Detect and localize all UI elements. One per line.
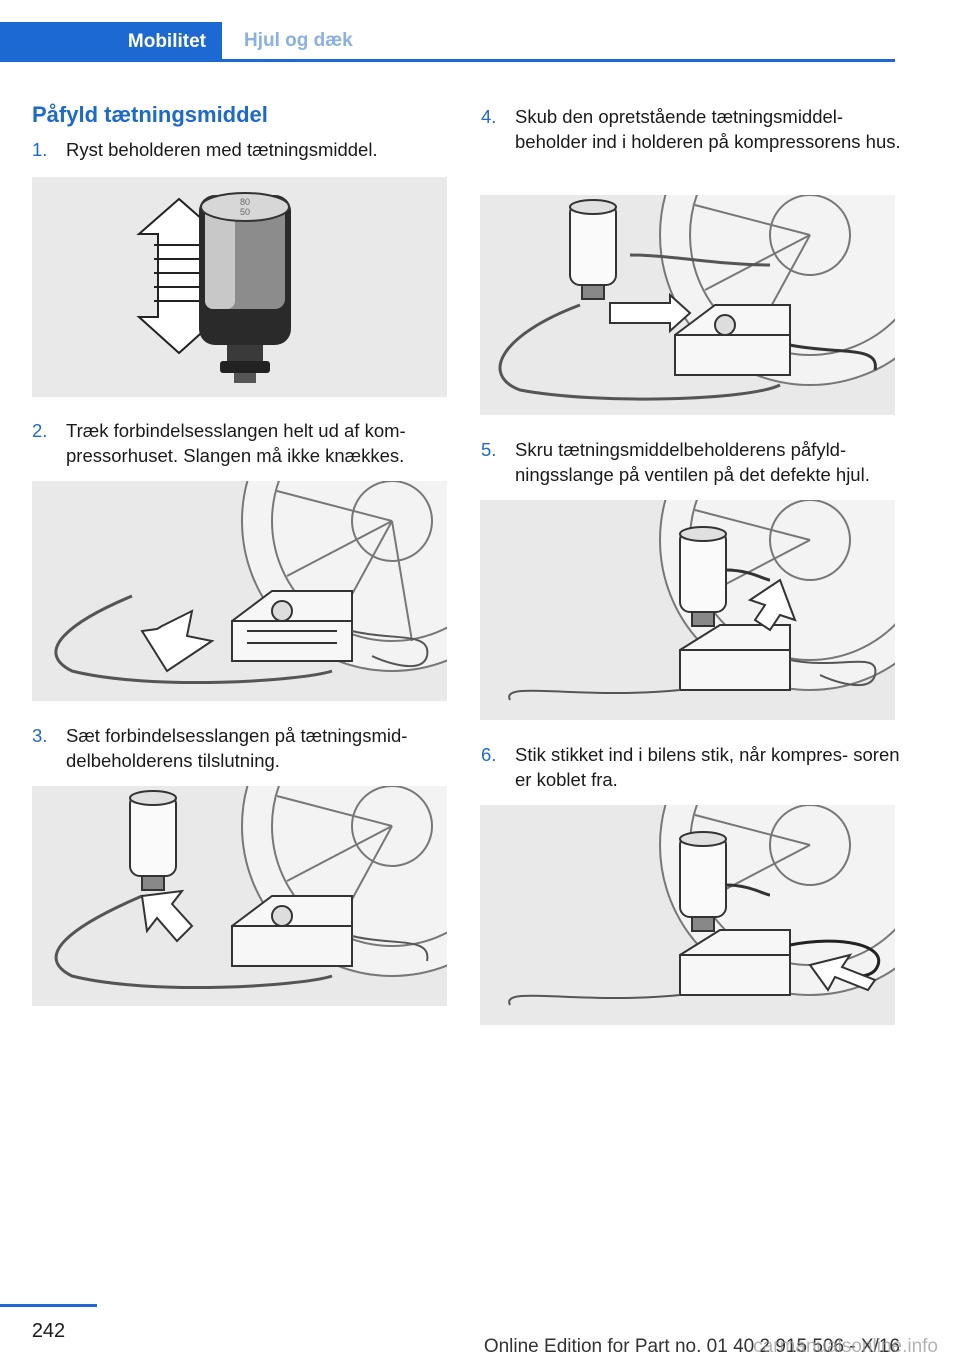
step-text: Stik stikket ind i bilens stik, når komp… — [515, 744, 900, 790]
step-number: 5. — [481, 439, 497, 460]
hose-icon — [54, 594, 333, 685]
step-number: 2. — [32, 420, 48, 441]
compressor-icon — [231, 590, 353, 662]
compressor-icon — [679, 929, 791, 996]
step-text: Sæt forbindelsesslangen på tætningsmid‐ … — [66, 725, 408, 771]
step-number: 3. — [32, 725, 48, 746]
tab-mobilitet[interactable]: Mobilitet — [0, 22, 222, 62]
illustration-pull-hose — [32, 481, 447, 701]
tab-hjul-og-daek[interactable]: Hjul og dæk — [244, 29, 353, 51]
sealant-bottle-icon — [129, 790, 177, 891]
illustration-push-bottle — [480, 195, 895, 415]
compressor-icon — [231, 895, 353, 967]
direction-arrow-icon — [808, 953, 877, 992]
step-text: Skub den opretstående tætningsmiddel‐ be… — [515, 106, 901, 152]
chapter-tab-bar: Mobilitet Hjul og dæk — [0, 22, 895, 62]
direction-arrow-icon — [140, 609, 215, 673]
step-number: 1. — [32, 139, 48, 160]
step-number: 4. — [481, 106, 497, 127]
direction-arrow-icon — [140, 889, 194, 943]
illustration-connect-hose — [32, 786, 447, 1006]
sealant-bottle-icon — [569, 199, 617, 300]
sealant-bottle-icon: 80 50 — [199, 192, 291, 383]
header-rule — [0, 59, 895, 62]
page-number-rule — [0, 1304, 97, 1307]
illustration-plug-socket — [480, 805, 895, 1025]
edition-text: Online Edition for Part no. 01 40 2 915 … — [483, 1336, 900, 1357]
sealant-bottle-icon — [679, 831, 727, 932]
compressor-icon — [674, 304, 791, 376]
sealant-bottle-icon — [679, 526, 727, 627]
illustration-screw-hose — [480, 500, 895, 720]
step-text: Træk forbindelsesslangen helt ud af kom‐… — [66, 420, 406, 466]
watermark: carmanualsonline.info — [753, 1336, 938, 1357]
direction-arrow-icon — [609, 292, 692, 334]
step-text: Ryst beholderen med tætningsmiddel. — [66, 139, 378, 160]
svg-text:80: 80 — [240, 197, 250, 207]
step-number: 6. — [481, 744, 497, 765]
step-text: Skru tætningsmiddelbeholderens påfyld‐ n… — [515, 439, 870, 485]
illustration-shake-bottle: 80 50 — [32, 177, 447, 397]
svg-text:50: 50 — [240, 207, 250, 217]
compressor-icon — [679, 624, 791, 691]
direction-arrow-icon — [747, 578, 797, 632]
page-number: 242 — [31, 1320, 66, 1342]
section-title: Påfyld tætningsmiddel — [32, 102, 268, 127]
